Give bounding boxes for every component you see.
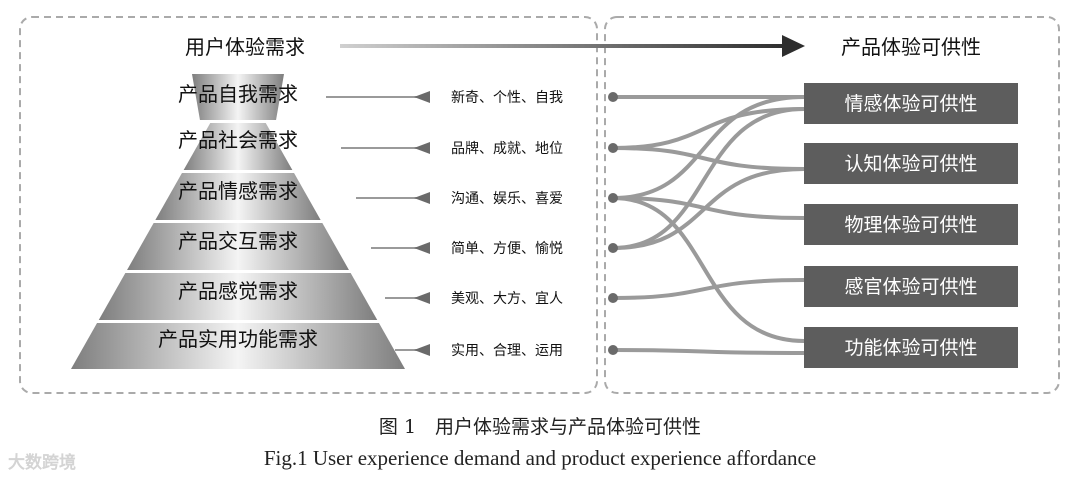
left-panel-border <box>19 16 598 394</box>
connector-line <box>612 348 805 355</box>
connector-line <box>612 196 805 343</box>
pyramid-level-label: 产品情感需求 <box>178 179 298 203</box>
descriptor-column: 新奇、个性、自我品牌、成就、地位沟通、娱乐、喜爱简单、方便、愉悦美观、大方、宜人… <box>326 89 563 359</box>
connector-line <box>612 146 805 171</box>
arrow-left-icon <box>414 142 430 154</box>
affordance-box <box>804 83 1018 124</box>
main-arrow-head-icon <box>782 35 805 57</box>
affordance-box <box>804 204 1018 245</box>
descriptor-label: 实用、合理、运用 <box>451 343 563 359</box>
connector-dot <box>608 345 618 355</box>
pyramid-band <box>155 173 321 220</box>
affordance-label: 认知体验可供性 <box>844 153 977 175</box>
descriptor-label: 美观、大方、宜人 <box>451 291 563 307</box>
arrow-left-icon <box>414 192 430 204</box>
arrow-left-icon <box>414 344 430 356</box>
caption-chinese: 图 1 用户体验需求与产品体验可供性 <box>378 416 702 438</box>
left-title: 用户体验需求 <box>185 35 305 59</box>
connector-dot <box>608 92 618 102</box>
connector-line <box>612 167 805 250</box>
affordance-box <box>804 266 1018 307</box>
arrow-left-icon <box>414 292 430 304</box>
right-title: 产品体验可供性 <box>841 35 981 59</box>
descriptor-label: 沟通、娱乐、喜爱 <box>451 191 563 207</box>
pyramid-level-label: 产品交互需求 <box>178 229 298 253</box>
pyramid-level-label: 产品自我需求 <box>178 82 298 106</box>
pyramid-level-label: 产品实用功能需求 <box>158 327 318 351</box>
affordance-label: 感官体验可供性 <box>844 276 977 298</box>
pyramid-band <box>127 223 349 270</box>
pyramid-level-label: 产品社会需求 <box>178 128 298 152</box>
main-arrow-shaft <box>340 44 785 48</box>
affordance-label: 功能体验可供性 <box>844 337 977 359</box>
arrow-left-icon <box>414 91 430 103</box>
watermark-logo: 大数跨境 <box>8 453 76 473</box>
pyramid-band <box>71 323 405 369</box>
diagram-canvas: 用户体验需求 产品体验可供性 产品自我需求产品社会需求产品情感需求产品交互需求产… <box>19 16 1060 394</box>
connector-line <box>612 107 805 150</box>
connector-dot <box>608 243 618 253</box>
connector-dot <box>608 193 618 203</box>
connector-line <box>612 95 805 200</box>
affordance-label: 情感体验可供性 <box>844 93 977 115</box>
right-panel-border <box>604 16 1060 394</box>
caption-english: Fig.1 User experience demand and product… <box>263 446 817 470</box>
connector-dot <box>608 143 618 153</box>
pyramid-band <box>183 123 293 170</box>
affordance-box <box>804 327 1018 368</box>
pyramid-level-label: 产品感觉需求 <box>178 279 298 303</box>
arrow-left-icon <box>414 242 430 254</box>
descriptor-label: 品牌、成就、地位 <box>451 140 563 157</box>
pyramid-band <box>192 74 284 120</box>
pyramid-band <box>98 273 378 320</box>
connector-dot <box>608 293 618 303</box>
connector-line <box>612 107 805 250</box>
descriptor-label: 新奇、个性、自我 <box>451 89 563 106</box>
affordance-label: 物理体验可供性 <box>844 214 977 236</box>
descriptor-label: 简单、方便、愉悦 <box>451 240 563 257</box>
connector-line <box>612 278 805 300</box>
affordance-box <box>804 143 1018 184</box>
connectors <box>608 92 805 355</box>
